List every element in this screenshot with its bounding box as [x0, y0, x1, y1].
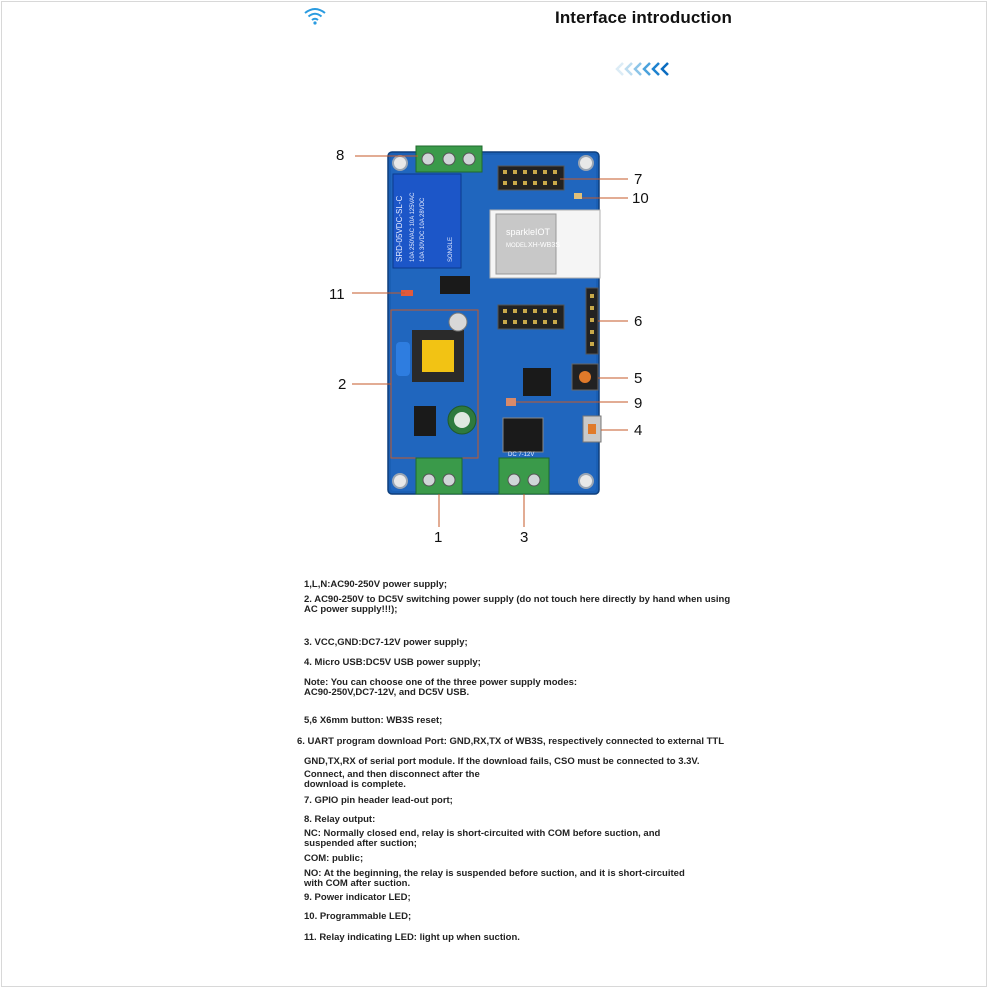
desc-line: 1,L,N:AC90-250V power supply; [304, 579, 448, 590]
desc-line: 4. Micro USB:DC5V USB power supply; [304, 657, 481, 668]
relay-rating-1: 10A 250VAC 10A 125VAC [410, 192, 416, 262]
desc-line: Note: You can choose one of the three po… [304, 677, 578, 688]
desc-line: 8. Relay output: [304, 814, 376, 825]
callout-10: 10 [632, 190, 649, 207]
desc-line: COM: public; [304, 853, 364, 864]
relay-brand: SONGLE [448, 237, 454, 262]
page-title: Interface introduction [555, 8, 732, 27]
callout-3: 3 [520, 529, 529, 546]
callout-2: 2 [338, 376, 347, 393]
input-label: DC 7-12V [508, 452, 534, 458]
desc-line: NC: Normally closed end, relay is short-… [304, 828, 661, 839]
wifi-icon [304, 8, 326, 25]
desc-line: 11. Relay indicating LED: light up when … [304, 932, 520, 943]
desc-line: 10. Programmable LED; [304, 911, 412, 922]
chevron-left-icon [615, 62, 669, 76]
desc-line: 6. UART program download Port: GND,RX,TX… [297, 736, 725, 747]
desc-line: 5,6 X6mm button: WB3S reset; [304, 715, 443, 726]
callout-5: 5 [634, 370, 643, 387]
desc-line: with COM after suction. [304, 878, 411, 889]
relay-rating-2: 10A 30VDC 10A 28VDC [420, 197, 426, 262]
module-model-label: MODEL [506, 243, 528, 249]
desc-line: 2. AC90-250V to DC5V switching power sup… [304, 594, 731, 605]
callout-11: 11 [329, 286, 345, 303]
desc-line: 7. GPIO pin header lead-out port; [304, 795, 453, 806]
desc-line: suspended after suction; [304, 838, 417, 849]
callout-1: 1 [434, 529, 443, 546]
callout-4: 4 [634, 422, 643, 439]
desc-line: GND,TX,RX of serial port module. If the … [304, 756, 700, 767]
module-brand: sparkleIOT [506, 227, 551, 237]
callout-7: 7 [634, 171, 643, 188]
desc-line: 3. VCC,GND:DC7-12V power supply; [304, 637, 468, 648]
desc-line: Connect, and then disconnect after the [304, 769, 480, 780]
relay-label: SRD-05VDC-SL-C [395, 196, 404, 262]
callout-9: 9 [634, 395, 643, 412]
desc-line: AC power supply!!!); [304, 604, 398, 615]
desc-line: download is complete. [304, 779, 406, 790]
callout-8: 8 [336, 147, 345, 164]
callout-6: 6 [634, 313, 643, 330]
desc-line: 9. Power indicator LED; [304, 892, 411, 903]
desc-line: AC90-250V,DC7-12V, and DC5V USB. [304, 687, 470, 698]
desc-line: NO: At the beginning, the relay is suspe… [304, 868, 685, 879]
module-model: XH-WB3S [528, 242, 560, 249]
relay-board-illustration: SRD-05VDC-SL-C 10A 250VAC 10A 125VAC 10A… [352, 145, 628, 527]
